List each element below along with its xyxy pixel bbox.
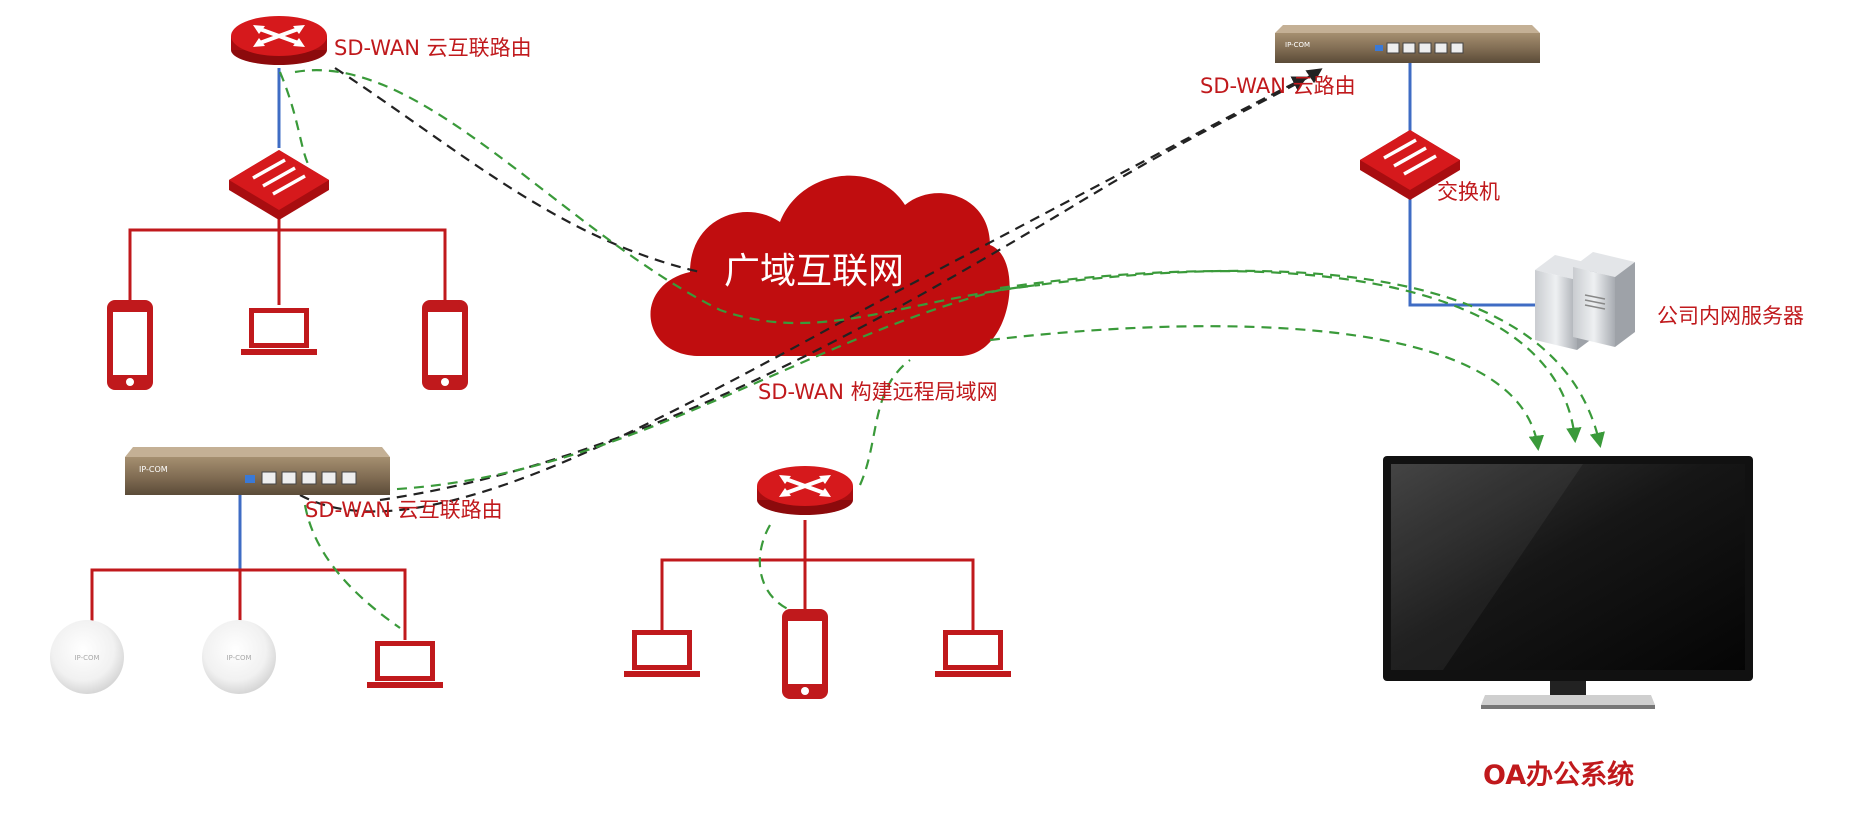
sdwan-link — [379, 269, 1605, 492]
monitor-icon — [1383, 456, 1753, 709]
server-label: 公司内网服务器 — [1657, 304, 1804, 328]
phone-icon — [107, 300, 153, 390]
wired-links — [90, 60, 1540, 640]
device-brand-text: IP-COM — [1285, 41, 1310, 49]
laptop-icon — [367, 641, 443, 688]
lan-link — [90, 568, 407, 640]
sdwan-link — [989, 325, 1545, 452]
sdwan-link — [278, 71, 311, 169]
access-point-icon: IP-COM — [202, 620, 276, 694]
cloud-router-device-icon: IP-COM — [1275, 25, 1540, 63]
sdwan-link — [758, 524, 796, 614]
phone-icon — [422, 300, 468, 390]
ap-brand-text: IP-COM — [226, 654, 251, 662]
phone-icon — [782, 609, 828, 699]
switch-icon — [1360, 130, 1460, 200]
internet-cloud — [650, 175, 1010, 356]
lan-link — [660, 558, 975, 630]
access-point-icon: IP-COM — [50, 620, 124, 694]
trunk-link — [1408, 178, 1540, 307]
router-icon — [231, 16, 327, 65]
ap-brand-text: IP-COM — [74, 654, 99, 662]
cloud-router-device-icon: IP-COM — [125, 447, 390, 495]
lan-link — [128, 228, 447, 302]
router-icon — [757, 466, 853, 515]
laptop-icon — [241, 308, 317, 355]
server-icon — [1535, 252, 1635, 350]
oa-system-label: OA办公系统 — [1483, 760, 1635, 791]
laptop-icon — [935, 630, 1011, 677]
cloud-label: 广域互联网 — [724, 251, 905, 292]
sdwan-tunnel — [299, 76, 1308, 513]
top-right-cloud-router-label: SD-WAN 云路由 — [1200, 74, 1356, 98]
sdwan-tunnel — [379, 68, 1323, 502]
sdwan-tunnel — [334, 67, 701, 274]
remote-lan-label: SD-WAN 构建远程局域网 — [758, 380, 998, 404]
sdwan-link — [999, 270, 1582, 444]
virtual-links — [278, 67, 1605, 629]
sdwan-link — [858, 359, 911, 486]
top-left-router-label: SD-WAN 云互联路由 — [334, 36, 532, 60]
bottom-left-router-label: SD-WAN 云互联路由 — [305, 498, 503, 522]
sdwan-link — [303, 504, 401, 629]
switch-icon — [229, 150, 329, 220]
device-brand-text: IP-COM — [139, 465, 168, 474]
right-switch-label: 交换机 — [1437, 180, 1500, 204]
sdwan-link — [294, 69, 1041, 325]
laptop-icon — [624, 630, 700, 677]
